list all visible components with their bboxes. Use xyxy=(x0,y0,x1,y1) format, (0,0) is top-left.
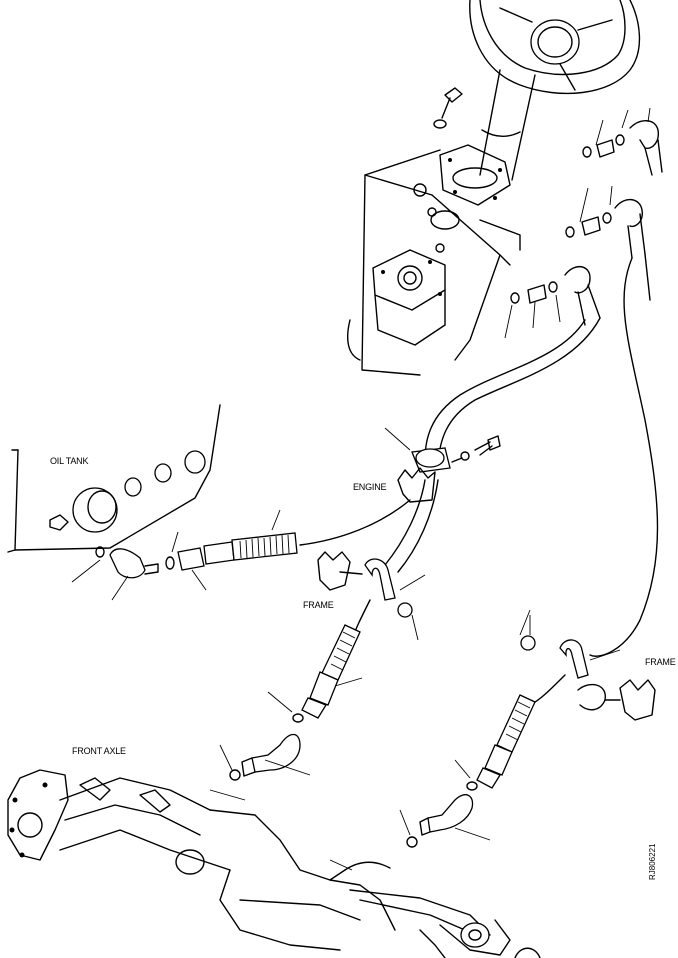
tank-outlet-fitting xyxy=(71,509,298,601)
front-axle-label: FRONT AXLE xyxy=(72,746,126,756)
oil-tank-label: OIL TANK xyxy=(50,456,89,466)
lower-port-fitting xyxy=(504,266,601,339)
frame-label-left: FRAME xyxy=(303,600,334,610)
oil-tank xyxy=(7,404,221,553)
steering-wheel xyxy=(469,0,641,95)
frame-label-right: FRAME xyxy=(645,657,676,667)
drawing-code: RJ806221 xyxy=(648,843,657,880)
steering-console xyxy=(347,149,521,376)
column-bolt xyxy=(433,87,463,129)
engine-bracket xyxy=(397,467,436,503)
steering-column xyxy=(439,69,536,206)
frame-clamp-left xyxy=(317,551,426,641)
engine-clamp xyxy=(384,427,501,473)
engine-label: ENGINE xyxy=(353,482,387,492)
upper-port-fitting xyxy=(582,107,663,176)
front-axle xyxy=(7,769,541,958)
frame-clamp-right xyxy=(520,615,656,721)
middle-port-fitting xyxy=(565,185,646,259)
steering-valve xyxy=(372,249,446,346)
left-lower-hose xyxy=(219,624,363,781)
right-lower-hose xyxy=(399,609,536,848)
